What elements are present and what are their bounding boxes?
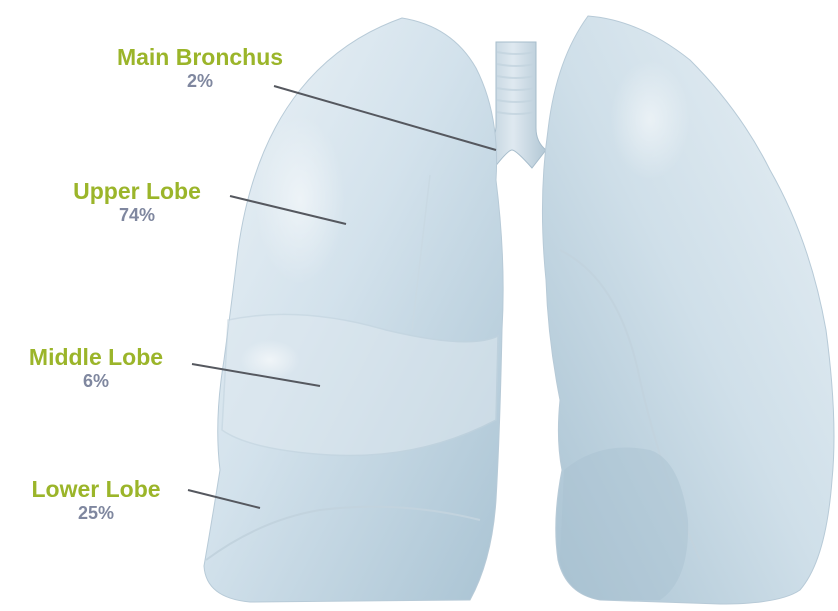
- label-main-bronchus: Main Bronchus: [90, 44, 310, 70]
- right-lung: [204, 18, 503, 602]
- label-upper-lobe: Upper Lobe: [42, 178, 232, 204]
- callout-lower-lobe: Lower Lobe 25%: [0, 476, 192, 524]
- percent-upper-lobe: 74%: [42, 204, 232, 226]
- percent-middle-lobe: 6%: [0, 370, 192, 392]
- callout-middle-lobe: Middle Lobe 6%: [0, 344, 192, 392]
- percent-main-bronchus: 2%: [90, 70, 310, 92]
- callout-main-bronchus: Main Bronchus 2%: [90, 44, 310, 92]
- label-middle-lobe: Middle Lobe: [0, 344, 192, 370]
- left-lung: [542, 16, 834, 604]
- callout-upper-lobe: Upper Lobe 74%: [42, 178, 232, 226]
- lower-left-lobe: [560, 448, 688, 601]
- label-lower-lobe: Lower Lobe: [0, 476, 192, 502]
- percent-lower-lobe: 25%: [0, 502, 192, 524]
